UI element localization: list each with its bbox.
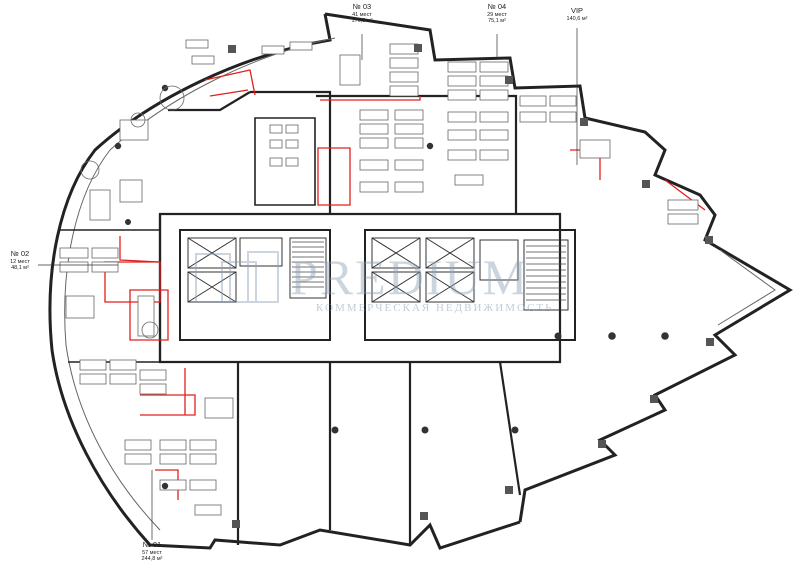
room-03-capacity: 41 мест bbox=[352, 11, 372, 18]
room-04-capacity: 29 мест bbox=[487, 11, 507, 18]
room-vip-number: VIP bbox=[570, 6, 584, 15]
room-02-capacity: 12 мест bbox=[10, 258, 30, 265]
room-vip-area: 140,6 м² bbox=[566, 15, 588, 22]
room-02-label: № 02 12 мест 48,1 м² bbox=[0, 249, 40, 271]
desks-room-03 bbox=[339, 43, 424, 193]
leader-lines bbox=[38, 28, 578, 540]
desks-vip bbox=[519, 95, 699, 225]
red-partitions bbox=[104, 69, 706, 500]
room-03-number: № 03 bbox=[352, 2, 372, 11]
room-01-number: № 01 bbox=[142, 540, 162, 549]
room-01-label: № 01 57 мест 244,8 м² bbox=[127, 540, 177, 562]
desks-room-01 bbox=[79, 359, 234, 516]
facade-segments bbox=[228, 44, 714, 528]
room-04-area: 75,1 м² bbox=[488, 17, 506, 24]
desks-room-02 bbox=[59, 247, 155, 337]
core-walls bbox=[60, 90, 576, 545]
room-vip-label: VIP 140,6 м² bbox=[552, 6, 602, 22]
room-04-number: № 04 bbox=[487, 2, 507, 11]
room-03-area: 176,3 м² bbox=[351, 17, 373, 24]
desks-north bbox=[89, 39, 313, 221]
desks-room-04 bbox=[447, 61, 509, 186]
room-01-area: 244,8 м² bbox=[141, 555, 163, 562]
room-02-number: № 02 bbox=[10, 249, 30, 258]
stair-treads bbox=[292, 241, 566, 301]
round-tables bbox=[80, 85, 185, 339]
room-02-area: 48,1 м² bbox=[11, 264, 29, 271]
room-04-label: № 04 29 мест 75,1 м² bbox=[472, 2, 522, 24]
elevator-shafts bbox=[187, 237, 569, 311]
room-01-capacity: 57 мест bbox=[142, 549, 162, 556]
room-03-label: № 03 41 мест 176,3 м² bbox=[337, 2, 387, 24]
structural-columns bbox=[114, 84, 669, 490]
